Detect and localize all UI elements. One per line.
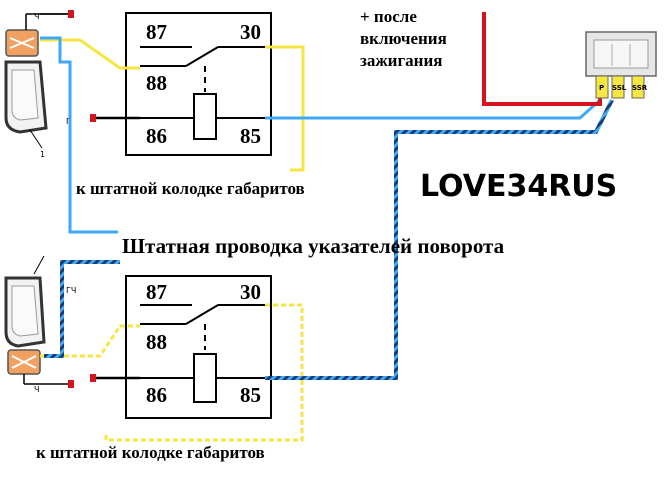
bottom-marker-lamp bbox=[4, 255, 46, 375]
ignition-label-line3: зажигания bbox=[360, 51, 442, 70]
wire-bottom-hatched-turn bbox=[44, 260, 120, 358]
relay-top-86-ground bbox=[90, 114, 96, 122]
watermark-brand: LOVE34RUS bbox=[420, 169, 617, 204]
relay-bottom-pin-87: 87 bbox=[146, 280, 167, 304]
top-lamp-wire1-label: Ч bbox=[34, 12, 39, 21]
relay-top-pin-87: 87 bbox=[146, 20, 167, 44]
ignition-label-line1: + после bbox=[360, 7, 417, 26]
ignition-label-line2: включения bbox=[360, 29, 447, 48]
caption-top-connector: к штатной колодке габаритов bbox=[76, 179, 305, 198]
relay-top bbox=[125, 12, 272, 156]
caption-bottom-connector: к штатной колодке габаритов bbox=[36, 443, 265, 462]
wire-top-blue-turn bbox=[40, 36, 118, 234]
wire-top-yellow-30 bbox=[265, 45, 305, 172]
wire-bottom-yellow-88 bbox=[40, 324, 140, 358]
caption-turn-signal-wiring: Штатная проводка указателей поворота bbox=[122, 234, 505, 258]
turn-signal-switch bbox=[585, 31, 657, 99]
wire-bottom-hatched-85 bbox=[265, 99, 614, 380]
top-lamp-ground-terminal bbox=[68, 10, 74, 18]
switch-terminal-p: P bbox=[599, 84, 604, 92]
wire-bottom-yellow-30 bbox=[104, 303, 304, 442]
top-lamp-number: 1 bbox=[40, 150, 45, 159]
switch-terminal-ssr: SSR bbox=[632, 84, 648, 92]
relay-bottom-pin-88: 88 bbox=[146, 330, 167, 354]
switch-terminal-ssl: SSL bbox=[612, 84, 627, 92]
relay-top-pin-30: 30 bbox=[240, 20, 261, 44]
relay-bottom-pin-86: 86 bbox=[146, 383, 167, 407]
relay-bottom-pin-85: 85 bbox=[240, 383, 261, 407]
relay-top-pin-86: 86 bbox=[146, 124, 167, 148]
relay-bottom bbox=[125, 275, 272, 419]
relay-top-pin-88: 88 bbox=[146, 71, 167, 95]
top-marker-lamp bbox=[4, 29, 48, 149]
relay-bottom-pin-30: 30 bbox=[240, 280, 261, 304]
relay-bottom-86-ground bbox=[90, 374, 96, 382]
bottom-lamp-ground-terminal bbox=[68, 380, 74, 388]
bottom-lamp-wire1-label: ГЧ bbox=[66, 286, 76, 295]
wire-red-ignition bbox=[482, 12, 602, 106]
bottom-lamp-wire2-label: Ч bbox=[34, 385, 39, 394]
relay-top-pin-85: 85 bbox=[240, 124, 261, 148]
